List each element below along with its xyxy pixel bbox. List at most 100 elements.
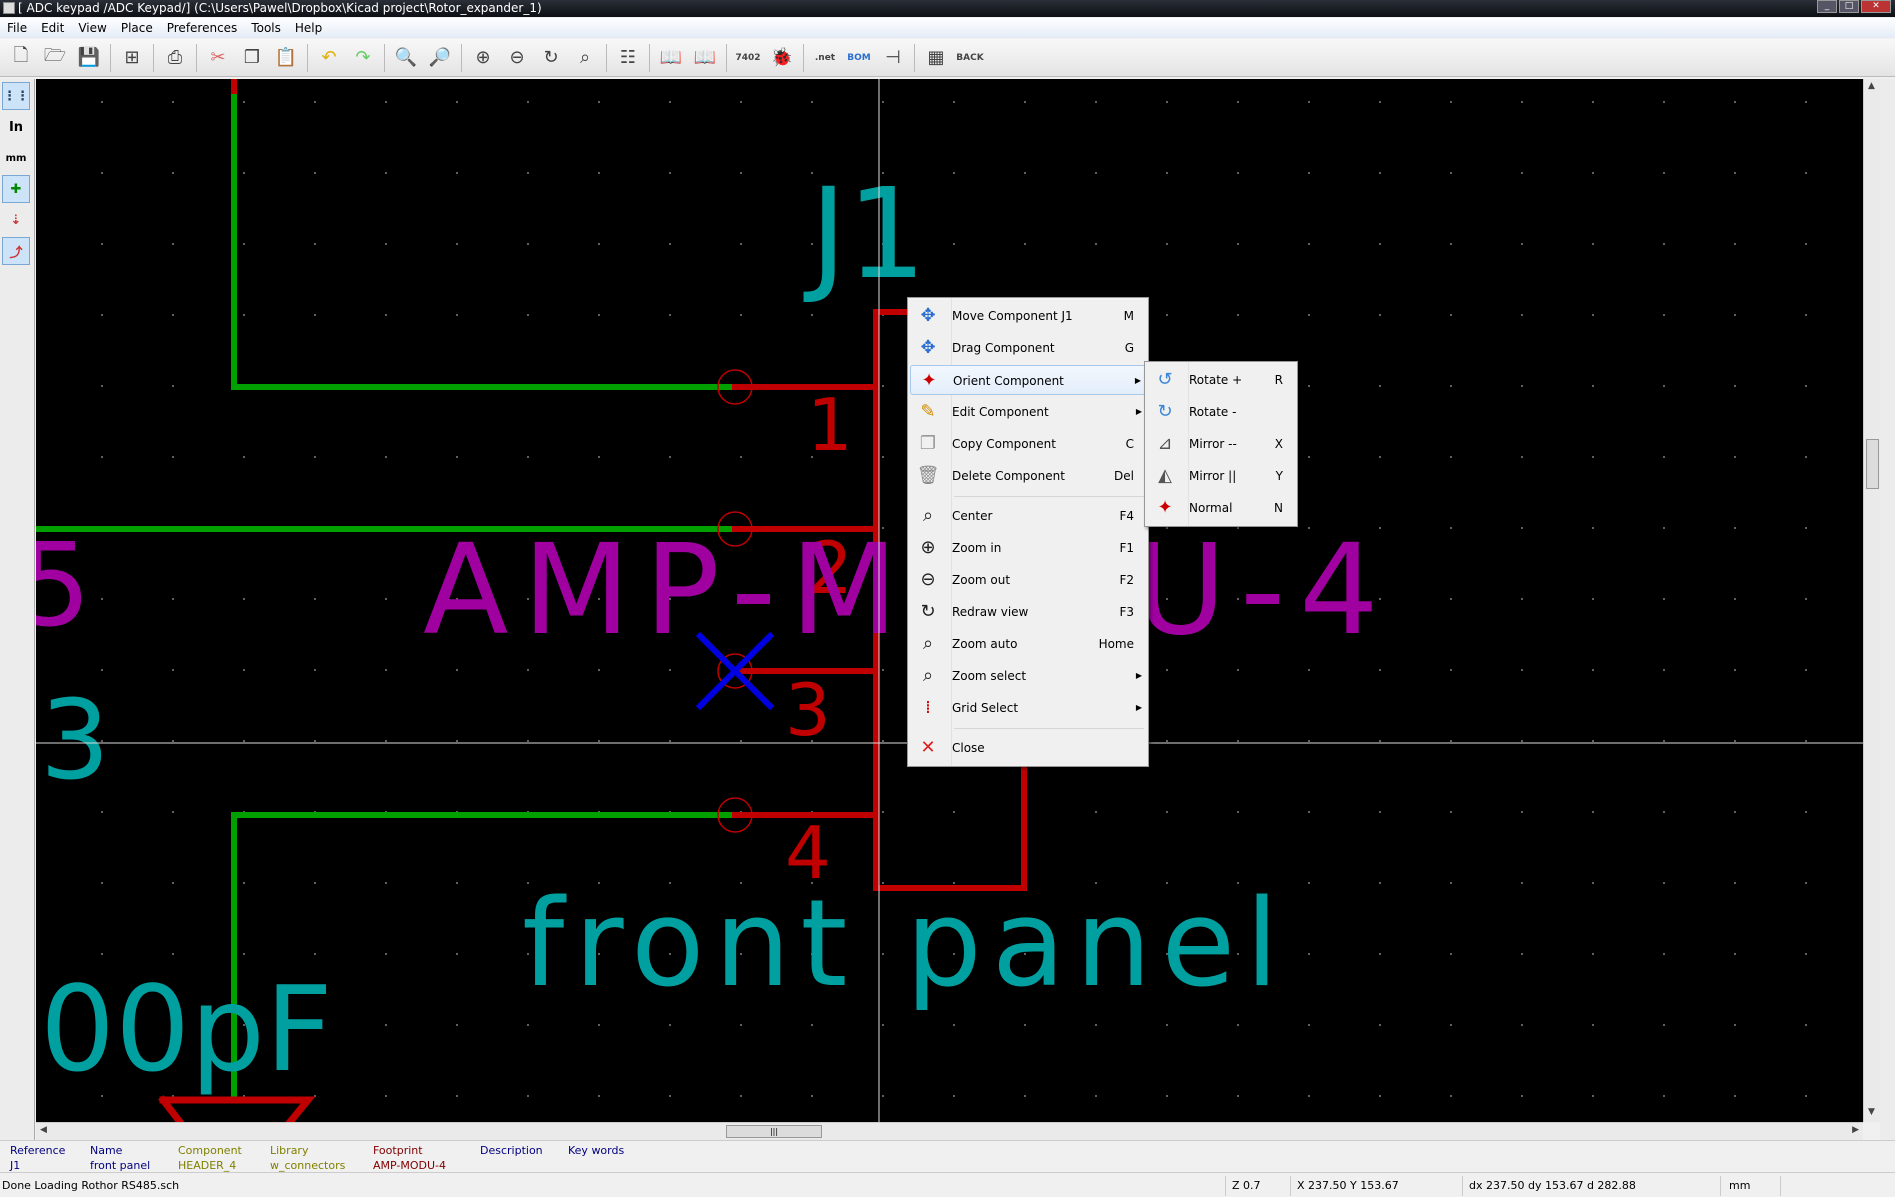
net-label-front-panel[interactable]: front panel xyxy=(522,875,1289,1014)
zoom-out-button[interactable]: ⊖ xyxy=(502,43,532,73)
minimize-button[interactable]: _ xyxy=(1817,0,1837,13)
maximize-button[interactable]: □ xyxy=(1839,0,1859,13)
horizontal-scroll-thumb[interactable]: ||| xyxy=(726,1125,822,1138)
back-button[interactable]: BACK xyxy=(955,43,985,73)
hierarchy-button[interactable]: ☷ xyxy=(613,43,643,73)
cut-icon: ✂ xyxy=(210,47,226,68)
zoom-select-icon: ⌕ xyxy=(922,665,934,686)
back-icon: BACK xyxy=(956,52,984,63)
redo-button[interactable]: ↷ xyxy=(348,43,378,73)
save-button[interactable]: 💾 xyxy=(74,43,104,73)
undo-button[interactable]: ↶ xyxy=(314,43,344,73)
bom-button[interactable]: BOM xyxy=(844,43,874,73)
center-icon: ⌕ xyxy=(922,505,934,526)
menu-item-edit-component[interactable]: ✎Edit Component▶ xyxy=(910,397,1146,427)
copy-button[interactable]: ❐ xyxy=(237,43,267,73)
annotate-button[interactable]: 7402 xyxy=(733,43,763,73)
open-sheet-button[interactable]: 🗁 xyxy=(40,43,70,73)
find-replace-button[interactable]: 🔎 xyxy=(425,43,455,73)
cut-button[interactable]: ✂ xyxy=(203,43,233,73)
netlist-button[interactable]: .net xyxy=(810,43,840,73)
new-sheet-icon: 🗋 xyxy=(13,44,29,66)
library-editor-button[interactable]: 📖 xyxy=(656,43,686,73)
bus-wire-orient-icon[interactable]: ⤴ xyxy=(2,237,30,265)
vertical-scrollbar[interactable]: ▲ ▼ xyxy=(1863,79,1880,1122)
submenu-item-rotateminus[interactable]: ↻Rotate - xyxy=(1147,397,1295,427)
find-button[interactable]: 🔍 xyxy=(391,43,421,73)
menu-item-label: Delete Component xyxy=(952,469,1065,483)
menu-place[interactable]: Place xyxy=(120,21,153,35)
menu-edit[interactable]: Edit xyxy=(41,21,65,35)
wire-pin4[interactable] xyxy=(231,812,738,1103)
zoom-auto-button[interactable]: ⌕ xyxy=(570,43,600,73)
paste-button[interactable]: 📋 xyxy=(271,43,301,73)
grid-toggle-icon[interactable]: ⋮⋮ xyxy=(2,82,30,110)
menu-view[interactable]: View xyxy=(78,21,107,35)
menu-item-grid-select[interactable]: ⁞Grid Select▶ xyxy=(910,693,1146,723)
zoom-in-button[interactable]: ⊕ xyxy=(468,43,498,73)
menu-item-label: Zoom auto xyxy=(952,637,1018,651)
redraw-button[interactable]: ↻ xyxy=(536,43,566,73)
zoom-readout: Z 0.7 xyxy=(1232,1179,1261,1192)
pin-number-4: 4 xyxy=(785,811,831,895)
cursor-shape-icon[interactable]: ✚ xyxy=(2,175,30,203)
inch-units-button[interactable]: In xyxy=(8,119,24,135)
power-symbol[interactable] xyxy=(158,1095,316,1122)
hidden-pins-icon[interactable]: ⇣ xyxy=(10,212,22,228)
submenu-item-mirrorminus[interactable]: ◭Mirror ||Y xyxy=(1147,461,1295,491)
menu-item-label: Zoom out xyxy=(952,573,1011,587)
wire-pin1[interactable] xyxy=(231,94,738,390)
mirror-x-icon: ⊿ xyxy=(1157,433,1173,454)
cvpcb-button[interactable]: ⊣ xyxy=(878,43,908,73)
pcbnew-button[interactable]: ▦ xyxy=(921,43,951,73)
menu-item-shortcut: F2 xyxy=(1119,573,1134,587)
component-reference[interactable]: J1 xyxy=(803,162,926,307)
redo-icon: ↷ xyxy=(355,47,371,68)
menu-item-orient-component[interactable]: ✦Orient Component▶ xyxy=(910,365,1146,395)
menu-item-close[interactable]: ✕Close xyxy=(910,733,1146,763)
vertical-scroll-thumb[interactable] xyxy=(1866,439,1879,489)
submenu-item-rotate-plus[interactable]: ↺Rotate +R xyxy=(1147,365,1295,395)
menu-tools[interactable]: Tools xyxy=(251,21,281,35)
erc-button[interactable]: 🐞 xyxy=(767,43,797,73)
library-browser-icon: 📖 xyxy=(693,47,717,68)
status-message: Done Loading Rothor RS485.sch xyxy=(2,1179,180,1192)
mm-units-button[interactable]: mm xyxy=(5,152,27,164)
scroll-right-arrow[interactable]: ▶ xyxy=(1852,1125,1859,1135)
no-connect-flag[interactable] xyxy=(695,631,775,711)
library-browser-button[interactable]: 📖 xyxy=(690,43,720,73)
scroll-down-arrow[interactable]: ▼ xyxy=(1868,1107,1875,1117)
redraw-icon: ↻ xyxy=(543,47,559,68)
zoom-out-icon: ⊖ xyxy=(509,47,525,68)
scroll-up-arrow[interactable]: ▲ xyxy=(1868,81,1875,91)
print-button[interactable]: ⎙ xyxy=(160,43,190,73)
submenu-item-mirrorminus[interactable]: ⊿Mirror --X xyxy=(1147,429,1295,459)
menu-help[interactable]: Help xyxy=(294,21,323,35)
menu-file[interactable]: File xyxy=(7,21,28,35)
status-bar: Done Loading Rothor RS485.sch Z 0.7 X 23… xyxy=(0,1175,1895,1197)
new-sheet-button[interactable]: 🗋 xyxy=(6,43,36,73)
pin-end-circle xyxy=(717,653,753,689)
menu-item-label: Close xyxy=(952,741,985,755)
page-settings-button[interactable]: ⊞ xyxy=(117,43,147,73)
info-field-header: Footprint xyxy=(373,1144,423,1157)
scroll-left-arrow[interactable]: ◀ xyxy=(40,1125,47,1135)
menu-item-zoom-select[interactable]: ⌕Zoom select▶ xyxy=(910,661,1146,691)
close-window-button[interactable]: ✕ xyxy=(1861,0,1891,13)
menu-preferences[interactable]: Preferences xyxy=(166,21,238,35)
find-replace-icon: 🔎 xyxy=(428,47,452,68)
horizontal-scrollbar[interactable]: ◀ ||| ▶ xyxy=(36,1122,1863,1140)
component-value[interactable]: AMP-MODU-4 xyxy=(423,518,1393,663)
